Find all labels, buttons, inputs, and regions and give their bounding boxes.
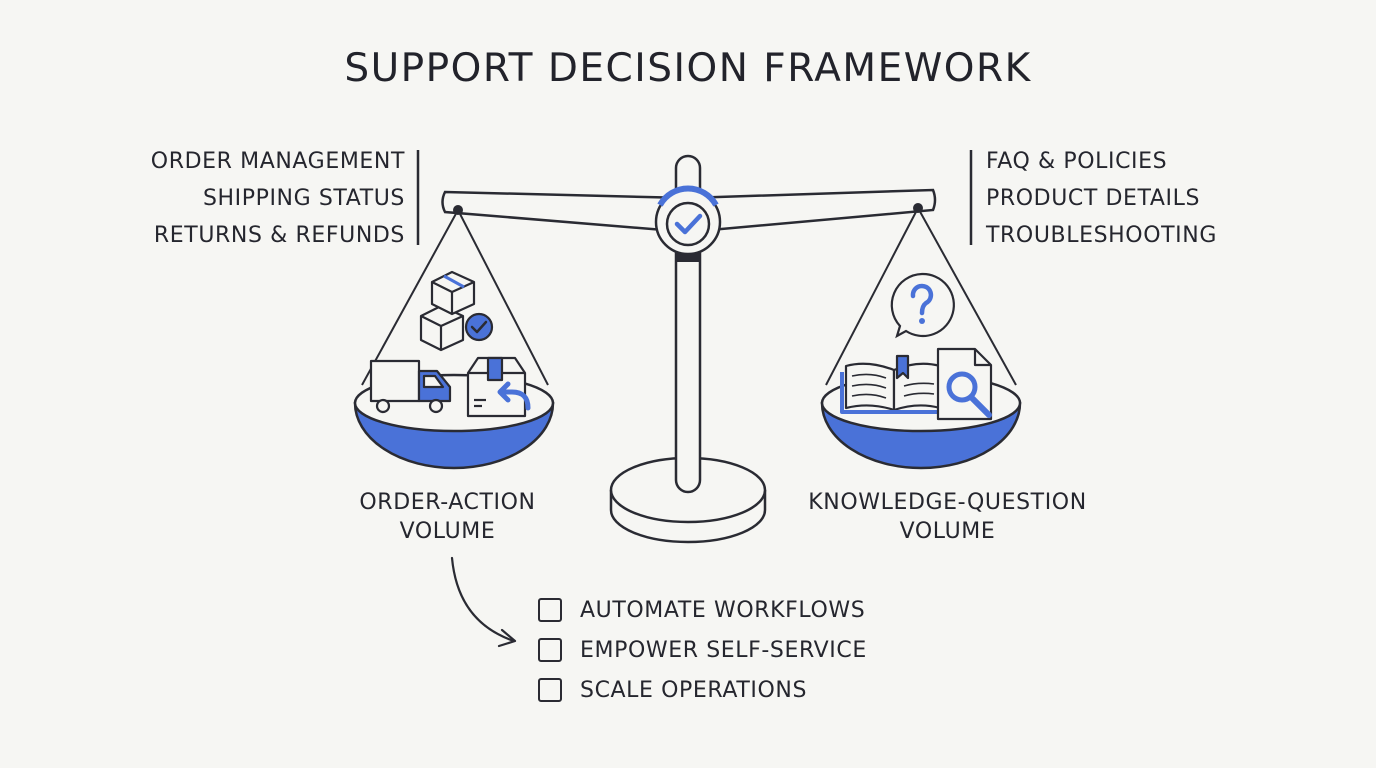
caption-line: ORDER-ACTION [359,490,536,515]
caption-line: KNOWLEDGE-QUESTION [808,490,1087,515]
return-box-icon [466,356,531,418]
right-topic-item: TROUBLESHOOTING [986,223,1217,248]
truck-icon [369,359,452,414]
checkbox[interactable] [538,638,562,662]
checklist-item[interactable]: AUTOMATE WORKFLOWS [538,590,867,630]
right-topic-list: FAQ & POLICIES PRODUCT DETAILS TROUBLESH… [986,143,1246,254]
check-badge-icon [464,312,494,342]
checklist-item[interactable]: EMPOWER SELF-SERVICE [538,630,867,670]
checklist-item[interactable]: SCALE OPERATIONS [538,670,867,710]
left-topic-item: ORDER MANAGEMENT [150,149,405,174]
right-pan-caption: KNOWLEDGE-QUESTION VOLUME [805,488,1090,546]
checkmark-icon [654,185,722,256]
checkbox[interactable] [538,598,562,622]
left-pan-strings [361,205,549,386]
scale-base [609,456,767,544]
left-topic-item: SHIPPING STATUS [202,186,405,211]
right-topic-item: FAQ & POLICIES [986,149,1168,174]
caption-line: VOLUME [399,519,496,544]
left-topic-item: RETURNS & REFUNDS [153,223,405,248]
boxes-icon [419,270,476,352]
left-topic-list: ORDER MANAGEMENT SHIPPING STATUS RETURNS… [130,143,405,254]
question-bubble-icon [890,272,955,339]
checkbox[interactable] [538,678,562,702]
checklist-label: SCALE OPERATIONS [580,677,808,703]
left-pan-caption: ORDER-ACTION VOLUME [330,488,565,546]
book-icon [840,354,948,414]
checklist-label: EMPOWER SELF-SERVICE [580,637,867,663]
checklist-label: AUTOMATE WORKFLOWS [580,597,866,623]
right-topic-item: PRODUCT DETAILS [986,186,1201,211]
action-checklist: AUTOMATE WORKFLOWS EMPOWER SELF-SERVICE … [538,590,867,710]
caption-line: VOLUME [899,519,996,544]
document-search-icon [936,347,993,421]
right-pan-strings [825,203,1017,386]
diagram-title: SUPPORT DECISION FRAMEWORK [344,46,1032,91]
curved-arrow [450,556,517,648]
